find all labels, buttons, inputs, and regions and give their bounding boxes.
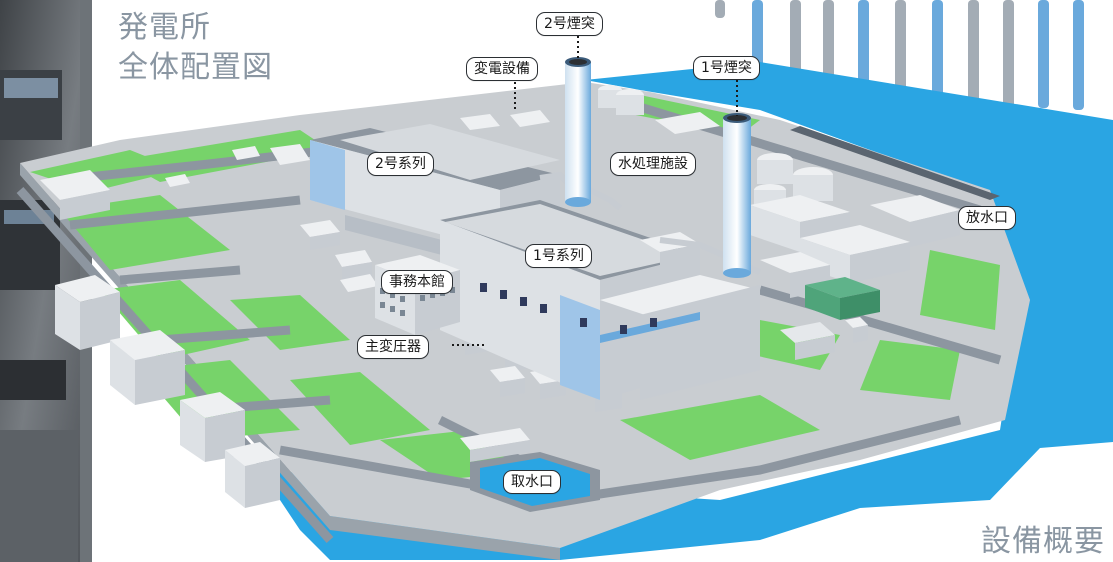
- label-main-transformer: 主変圧器: [357, 335, 429, 359]
- label-unit-2: 2号系列: [367, 152, 434, 176]
- site-base-side: [20, 163, 560, 560]
- label-unit-1: 1号系列: [525, 244, 592, 268]
- stack-2: [565, 57, 591, 207]
- auxiliary-buildings: [40, 110, 720, 508]
- outfall-pier: [790, 126, 1000, 200]
- page-title-line-2: 全体配置図: [118, 50, 273, 85]
- section-subtitle: 設備概要: [981, 524, 1105, 559]
- label-intake: 取水口: [503, 470, 561, 494]
- admin-building: [375, 255, 460, 335]
- water-treatment-facilities: [598, 85, 960, 360]
- label-water-treatment: 水処理施設: [610, 152, 696, 176]
- label-stack-2: 2号煙突: [536, 12, 603, 36]
- label-stack-1: 1号煙突: [693, 56, 760, 80]
- page-title: 発電所 全体配置図: [118, 8, 273, 88]
- label-substation: 変電設備: [466, 57, 538, 81]
- label-admin-building: 事務本館: [381, 270, 453, 294]
- page-title-line-1: 発電所: [118, 10, 211, 45]
- label-outfall: 放水口: [958, 206, 1016, 230]
- stack-1: [723, 113, 751, 278]
- leader-lines: [452, 36, 738, 346]
